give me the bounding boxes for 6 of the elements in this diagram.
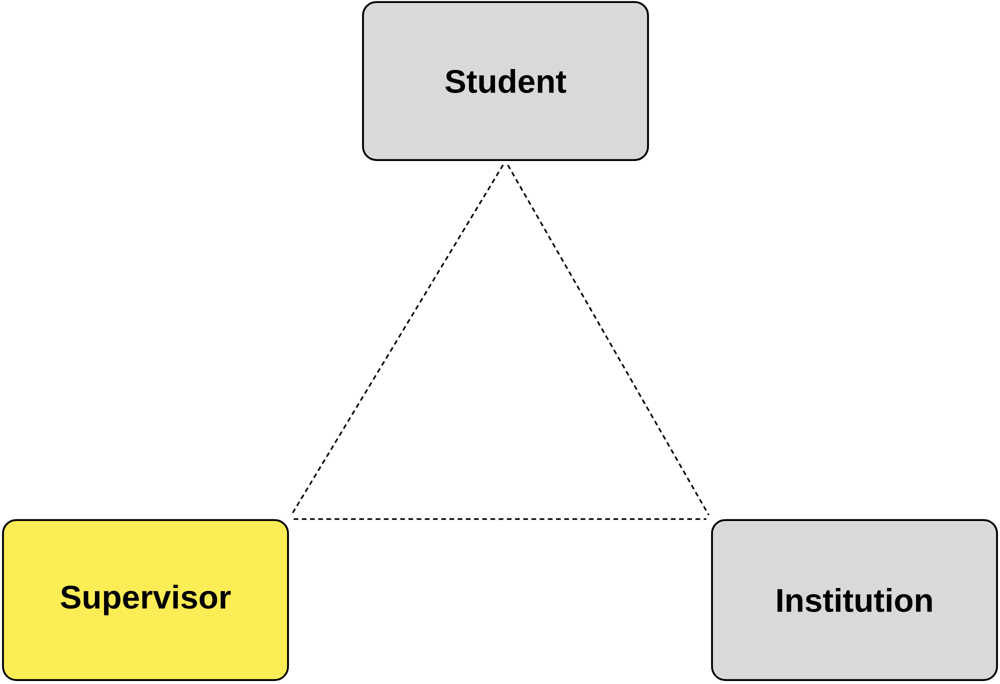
role-box: Student: [362, 1, 649, 161]
dashed-line: [290, 164, 504, 516]
dashed-line: [507, 164, 710, 516]
role-box: Institution: [711, 519, 998, 681]
dashed-line: [294, 518, 706, 520]
role-box: Supervisor: [2, 519, 289, 681]
